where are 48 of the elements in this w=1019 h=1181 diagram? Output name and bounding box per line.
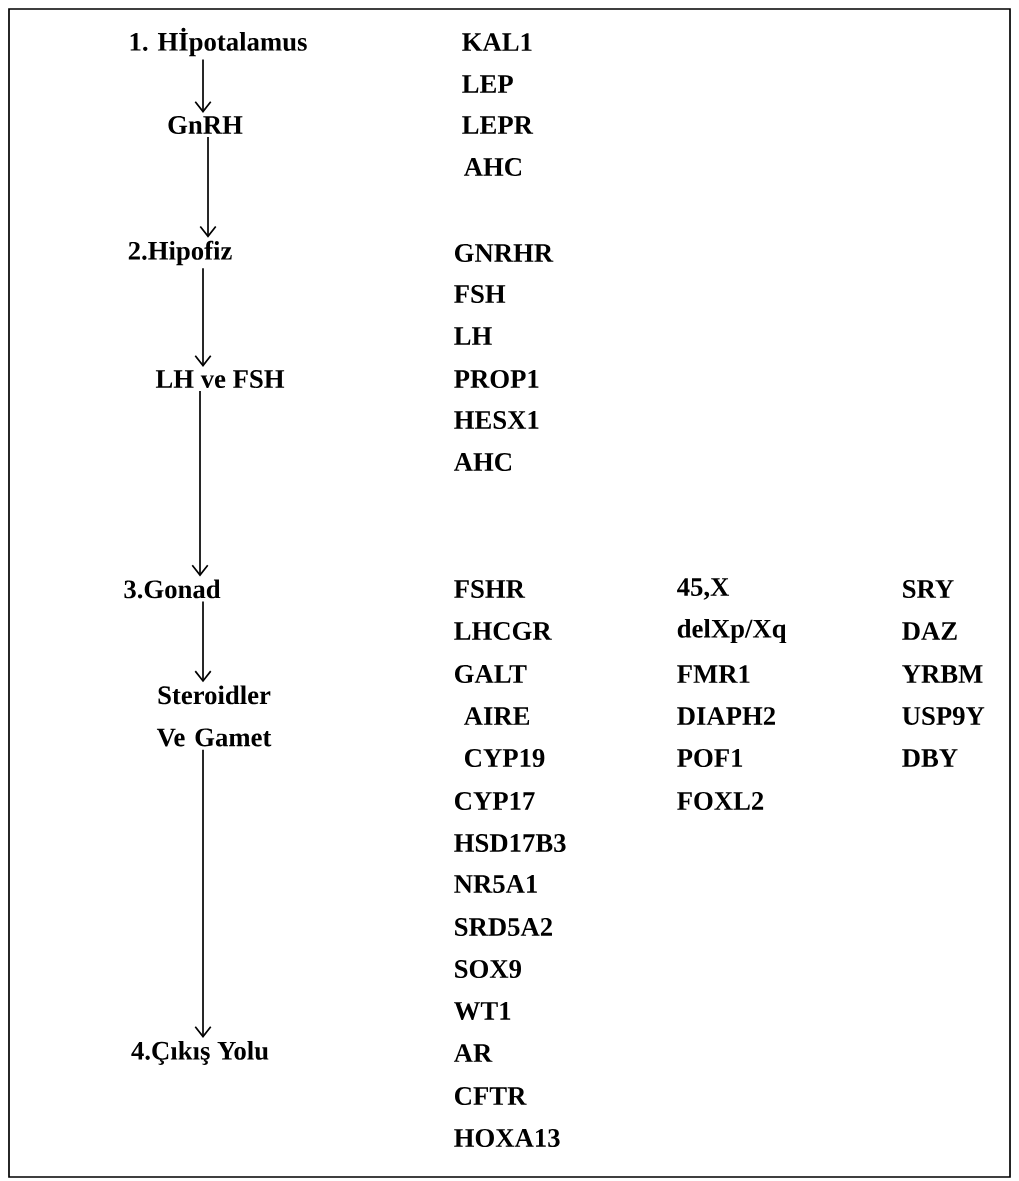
gene-name: delXp/Xq <box>677 618 787 644</box>
gene-name: PROP1 <box>454 370 539 388</box>
arrow <box>194 600 212 683</box>
gene-name: DBY <box>902 749 958 767</box>
gene-name: DAZ <box>902 622 957 640</box>
gene-name: LH <box>454 327 492 345</box>
gene-name: HSD17B3 <box>454 834 566 852</box>
gene-name: AHC <box>453 453 511 471</box>
stage-label: 3.Gonad <box>124 579 221 599</box>
arrow <box>199 136 217 238</box>
gene-name: CYP17 <box>455 792 535 810</box>
arrow <box>194 267 212 367</box>
stage-label: GnRH <box>168 116 243 134</box>
stage-label: 4.Çıkış Yolu <box>131 1041 269 1066</box>
gene-name: CFTR <box>455 1087 527 1105</box>
gene-name: KAL1 <box>462 33 532 51</box>
gene-name: FOXL2 <box>677 792 764 810</box>
arrow <box>191 390 209 577</box>
gene-name: LEP <box>462 75 513 93</box>
gene-name: LEPR <box>462 116 534 134</box>
gene-name: SRY <box>903 580 954 598</box>
gene-name: FMR1 <box>677 665 750 683</box>
gene-name: 45,X <box>677 578 730 600</box>
gene-name: FSH <box>454 285 506 303</box>
stage-label: 1. Hİpotalamus <box>130 27 307 57</box>
gene-name: YRBM <box>902 665 983 683</box>
gene-name: NR5A1 <box>454 875 537 893</box>
gene-name: GNRHR <box>455 244 554 262</box>
arrow <box>194 58 212 113</box>
gene-name: SRD5A2 <box>455 918 552 936</box>
gene-name: DIAPH2 <box>677 707 775 725</box>
gene-name: FSHR <box>454 580 526 598</box>
gene-name: POF1 <box>677 749 743 767</box>
gene-name: USP9Y <box>902 707 985 725</box>
gene-name: GALT <box>455 665 527 683</box>
stage-label: Steroidler Ve Gamet <box>156 685 272 747</box>
gene-name: AR <box>453 1044 493 1062</box>
gene-name: AHC <box>463 158 521 176</box>
gene-name: AIRE <box>463 707 530 725</box>
gene-name: SOX9 <box>455 960 521 978</box>
gene-name: HOXA13 <box>454 1129 560 1147</box>
gene-name: LHCGR <box>454 622 552 640</box>
arrow <box>194 748 212 1038</box>
gene-name: WT1 <box>454 1002 511 1020</box>
gene-name: CYP19 <box>465 749 545 767</box>
stage-label: 2.Hipofiz <box>128 240 232 266</box>
stage-label: LH ve FSH <box>155 370 285 388</box>
gene-name: HESX1 <box>454 411 539 429</box>
